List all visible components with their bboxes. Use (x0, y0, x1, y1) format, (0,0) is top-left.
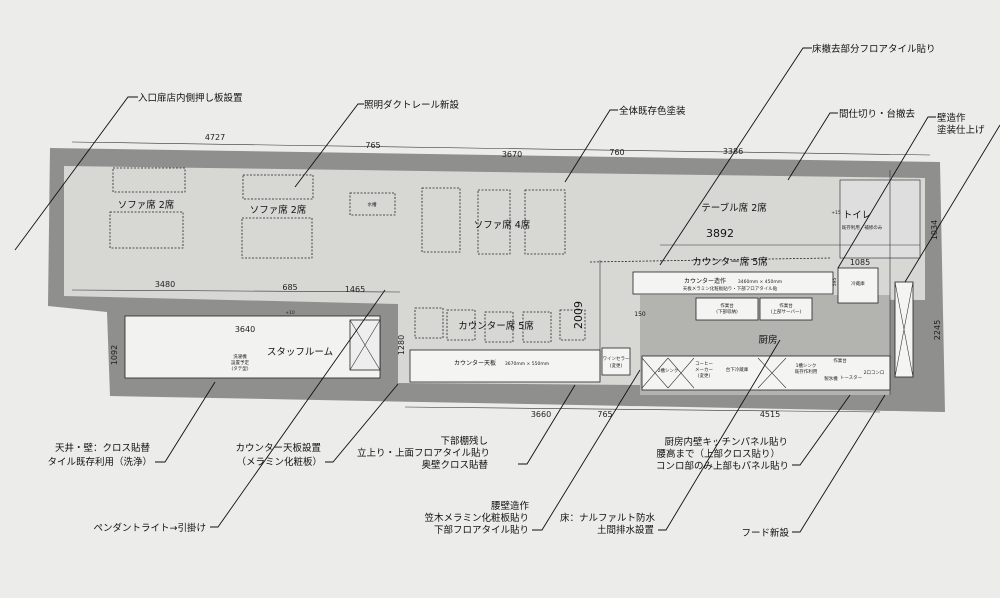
label-washer-3: (タテ型) (231, 365, 248, 372)
annotation-lower-shelf-2: 立上り・上面フロアタイル貼り (357, 447, 490, 459)
annotation-partition-removal: 間仕切り・台撤去 (839, 108, 916, 120)
label-workbench1-2: (下部収納) (716, 308, 738, 315)
dining-floor (64, 166, 925, 385)
annotation-kitchen-panel-2: 腰高まで（上部クロス貼り） (656, 448, 780, 460)
wine-cellar-box (601, 347, 631, 376)
label-workbench2-2: (上部サーバー) (771, 308, 802, 315)
annotation-counter-top-1: カウンター天板設置 (235, 442, 321, 454)
label-workbench1-1: 作業台 (720, 302, 734, 309)
kitchen-counter-row (641, 355, 891, 391)
dim-counter-depth: 2009 (572, 301, 585, 329)
annotation-pendant: ペンダントライト→引掛け (94, 522, 206, 534)
label-sink1-2: 既存作利用 (795, 368, 818, 375)
label-counter-build: カウンター造作 (684, 277, 726, 285)
annotation-floor-waterproof-1: 床：ナルファルト防水 (560, 512, 656, 524)
dim-mid-2: 685 (282, 283, 297, 292)
fridge-box (837, 267, 879, 304)
label-coffee-3: (変更) (698, 372, 711, 379)
label-counter-build-size: 3460mm × 450mm (738, 279, 782, 285)
label-wine-cellar-2: (変更) (610, 362, 623, 369)
label-counter-seats-lower: カウンター席 5席 (458, 320, 534, 332)
dim-mid-1: 3480 (155, 280, 175, 289)
dim-door: 150 (634, 311, 646, 318)
label-sofa-a: ソファ席 2席 (118, 199, 175, 211)
dim-step1: +10 (285, 310, 295, 316)
label-counter-top-size: 3670mm × 550mm (505, 361, 549, 367)
label-sofa-b: ソファ席 2席 (250, 204, 307, 216)
dim-top-3: 3670 (502, 150, 522, 159)
label-counter-top: カウンター天板 (454, 359, 496, 367)
label-under-fridge: 台下冷蔵庫 (726, 366, 749, 373)
dim-gap: 595 (832, 278, 838, 287)
dim-bottom-2: 765 (597, 410, 612, 419)
dim-staff-h: 1092 (110, 345, 119, 365)
dim-fridge-w: 1085 (850, 258, 870, 267)
annotation-floor-tile: 床撤去部分フロアタイル貼り (812, 43, 936, 55)
dim-top-4: 760 (609, 148, 624, 157)
annotation-waist-wall-3: 下部フロアタイル貼り (434, 524, 529, 536)
annotation-repaint: 全体既存色塗装 (619, 105, 686, 117)
label-staff-room: スタッフルーム (267, 347, 333, 358)
label-fridge: 冷蔵庫 (851, 280, 865, 287)
dim-top-5: 3386 (723, 147, 743, 156)
annotation-hood: フード新設 (741, 527, 789, 539)
dim-right-2: 1034 (930, 220, 939, 240)
label-sink2: 2槽シンク (658, 367, 679, 374)
dim-mid-3: 1465 (345, 285, 365, 294)
staff-room (124, 315, 381, 379)
dim-bottom-3: 4515 (760, 410, 780, 419)
annotation-wall-build-2: 塗装仕上げ (937, 124, 985, 136)
label-table: テーブル席 2席 (701, 202, 767, 214)
label-stove: 2口コンロ (864, 370, 885, 376)
workbench1-box (695, 297, 759, 321)
annotation-waist-wall-2: 笠木メラミン化粧板貼り (424, 512, 529, 524)
label-washer-1: 洗濯機 (233, 353, 247, 360)
annotation-waist-wall-1: 腰壁造作 (491, 500, 530, 512)
label-coffee-1: コーヒー (695, 361, 713, 367)
dim-top-2: 765 (365, 141, 380, 150)
workbench2-box (759, 297, 813, 321)
annotation-counter-top-2: （メラミン化粧板） (236, 456, 322, 468)
annotation-wall-build-1: 壁造作 (937, 112, 966, 124)
label-ice-maker: 製氷機 (824, 375, 838, 382)
label-wine-cellar-1: ワインセラー (603, 356, 630, 362)
annotation-kitchen-panel-1: 厨房内壁キッチンパネル貼り (664, 436, 788, 448)
dim-staff-w: 3640 (235, 325, 255, 334)
label-workbench2-1: 作業台 (779, 302, 793, 309)
annotation-entrance-door: 入口扉店内側押し板設置 (138, 92, 243, 104)
annotation-duct-rail: 照明ダクトレール新設 (364, 99, 460, 111)
annotation-ceiling-1: 天井・壁：クロス貼替 (55, 442, 151, 454)
label-washer-2: 設置予定 (231, 359, 249, 366)
label-sink1-1: 1槽シンク (796, 362, 817, 369)
annotation-floor-waterproof-2: 土間排水設置 (597, 524, 654, 536)
dim-step2: +15 (831, 210, 841, 216)
label-toilet-note: 既存利用・補修のみ (842, 224, 883, 231)
dim-top-1: 4727 (205, 133, 225, 142)
annotation-lower-shelf-1: 下部棚残し (440, 435, 488, 447)
label-sofa-c: ソファ席 4席 (474, 219, 531, 231)
leader-lines (14, 47, 1000, 533)
label-aquarium: 水槽 (368, 201, 377, 208)
annotation-ceiling-2: タイル既存利用（洗浄） (47, 456, 152, 468)
annotation-kitchen-panel-3: コンロ部のみ上部もパネル貼り (656, 460, 789, 472)
counter-top-lower (409, 349, 601, 383)
dim-counter-h: 1280 (397, 335, 406, 355)
label-counter-seats-upper: カウンター席 5席 (692, 256, 768, 268)
label-counter-build-note: 天板メラミン化粧板貼り・下部フロアタイル貼 (683, 285, 778, 292)
dim-right-1: 2245 (933, 320, 942, 340)
label-toilet: トイレ (843, 210, 872, 221)
label-kitchen: 厨房 (758, 334, 777, 346)
dim-counter-len: 3892 (706, 227, 734, 240)
annotation-lower-shelf-3: 奥壁クロス貼替 (421, 459, 488, 471)
label-toaster: トースター (840, 374, 863, 381)
label-coffee-2: メーカー (695, 367, 713, 373)
dim-bottom-1: 3660 (531, 410, 551, 419)
counter-build (632, 271, 834, 295)
label-workbench3: 作業台 (833, 357, 847, 364)
